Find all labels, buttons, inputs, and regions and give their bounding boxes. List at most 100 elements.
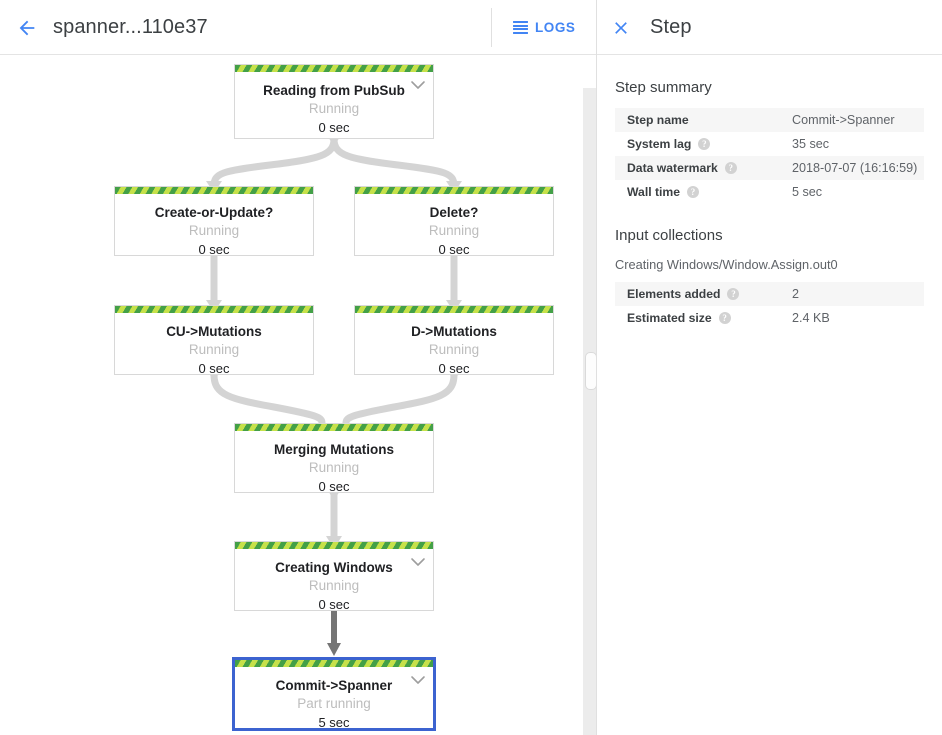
header-divider: [491, 8, 492, 47]
node-status-stripe: [355, 306, 553, 313]
step-summary-key-label: Wall time: [627, 185, 681, 199]
step-summary-key: Step name: [615, 108, 792, 132]
node-elapsed-time: 0 sec: [318, 479, 350, 494]
node-status: Running: [428, 342, 480, 357]
step-details-title: Step: [650, 16, 692, 38]
step-summary-key-label: Data watermark: [627, 161, 718, 175]
node-title: Merging Mutations: [274, 442, 394, 457]
node-status-stripe: [235, 660, 433, 667]
step-summary-value: 5 sec: [792, 185, 823, 199]
step-summary-value: 35 sec: [792, 137, 830, 151]
node-status-stripe: [115, 306, 313, 313]
node-status-stripe: [235, 424, 433, 431]
graph-scrollbar-track[interactable]: [583, 88, 597, 735]
chevron-down-icon[interactable]: [410, 79, 426, 91]
logs-button-label: LOGS: [535, 20, 576, 35]
step-summary-key-label: Step name: [627, 113, 689, 127]
node-elapsed-time: 0 sec: [198, 361, 230, 376]
step-summary-value: Commit->Spanner: [792, 113, 895, 127]
step-details-pane: Step Step summary Step name Commit->Spann…: [597, 0, 942, 735]
node-status: Running: [188, 223, 240, 238]
node-status: Running: [188, 342, 240, 357]
step-summary-row: Data watermark?2018-07-07 (16:16:59): [615, 156, 924, 180]
node-status: Running: [428, 223, 480, 238]
page-title: spanner...110e37: [53, 16, 208, 38]
node-elapsed-time: 0 sec: [318, 597, 350, 612]
step-summary-key: Wall time?: [615, 180, 792, 204]
step-summary-row: Step name Commit->Spanner: [615, 108, 924, 132]
node-body: Create-or-Update? Running 0 sec: [115, 194, 313, 257]
chevron-down-icon[interactable]: [410, 556, 426, 568]
help-icon[interactable]: ?: [727, 288, 740, 300]
input-collection-key-label: Estimated size: [627, 311, 712, 325]
chevron-down-icon[interactable]: [410, 674, 426, 686]
node-title: D->Mutations: [411, 324, 497, 339]
node-status: Running: [308, 101, 360, 116]
logs-button[interactable]: LOGS: [509, 13, 579, 42]
step-summary-row: System lag?35 sec: [615, 132, 924, 156]
input-collection-row: Elements added?2: [615, 282, 924, 306]
node-title: CU->Mutations: [166, 324, 262, 339]
node-title: Create-or-Update?: [154, 205, 274, 220]
step-summary-row: Wall time?5 sec: [615, 180, 924, 204]
help-icon[interactable]: ?: [687, 186, 700, 198]
input-collection-key: Elements added?: [615, 282, 792, 306]
pane-divider: [596, 0, 597, 735]
input-collection-value: 2: [792, 287, 800, 301]
step-details-header: Step: [597, 0, 942, 55]
step-summary-heading: Step summary: [615, 79, 712, 96]
node-elapsed-time: 0 sec: [198, 242, 230, 257]
help-icon[interactable]: ?: [718, 312, 731, 324]
close-icon[interactable]: [602, 9, 640, 47]
input-collection-key: Estimated size?: [615, 306, 792, 330]
node-status: Running: [308, 578, 360, 593]
step-summary-value: 2018-07-07 (16:16:59): [792, 161, 918, 175]
arrow-back-icon[interactable]: [8, 9, 46, 47]
input-collection-value: 2.4 KB: [792, 311, 830, 325]
input-collection-key-label: Elements added: [627, 287, 721, 301]
step-summary-key: Data watermark?: [615, 156, 792, 180]
node-status-stripe: [235, 65, 433, 72]
node-elapsed-time: 0 sec: [438, 242, 470, 257]
help-icon[interactable]: ?: [724, 162, 737, 174]
node-status: Running: [308, 460, 360, 475]
node-body: Delete? Running 0 sec: [355, 194, 553, 257]
node-status-stripe: [115, 187, 313, 194]
graph-edges: [206, 133, 462, 656]
graph-node-create-or-update[interactable]: Create-or-Update? Running 0 sec: [114, 186, 314, 257]
node-status-stripe: [235, 542, 433, 549]
node-status: Part running: [297, 696, 371, 711]
help-icon[interactable]: ?: [698, 138, 711, 150]
input-collection-row: Estimated size?2.4 KB: [615, 306, 924, 330]
graph-node-delete[interactable]: Delete? Running 0 sec: [354, 186, 554, 257]
node-title: Commit->Spanner: [275, 678, 393, 693]
list-lines-icon: [513, 21, 528, 34]
node-title: Delete?: [429, 205, 479, 220]
job-header-bar: spanner...110e37 LOGS: [0, 0, 597, 55]
node-elapsed-time: 5 sec: [318, 715, 350, 730]
node-status-stripe: [355, 187, 553, 194]
node-title: Reading from PubSub: [263, 83, 405, 98]
node-elapsed-time: 0 sec: [438, 361, 470, 376]
step-summary-key-label: System lag: [627, 137, 692, 151]
input-collection-name: Creating Windows/Window.Assign.out0: [615, 257, 838, 272]
job-graph-pane: spanner...110e37 LOGS: [0, 0, 597, 735]
step-summary-key: System lag?: [615, 132, 792, 156]
